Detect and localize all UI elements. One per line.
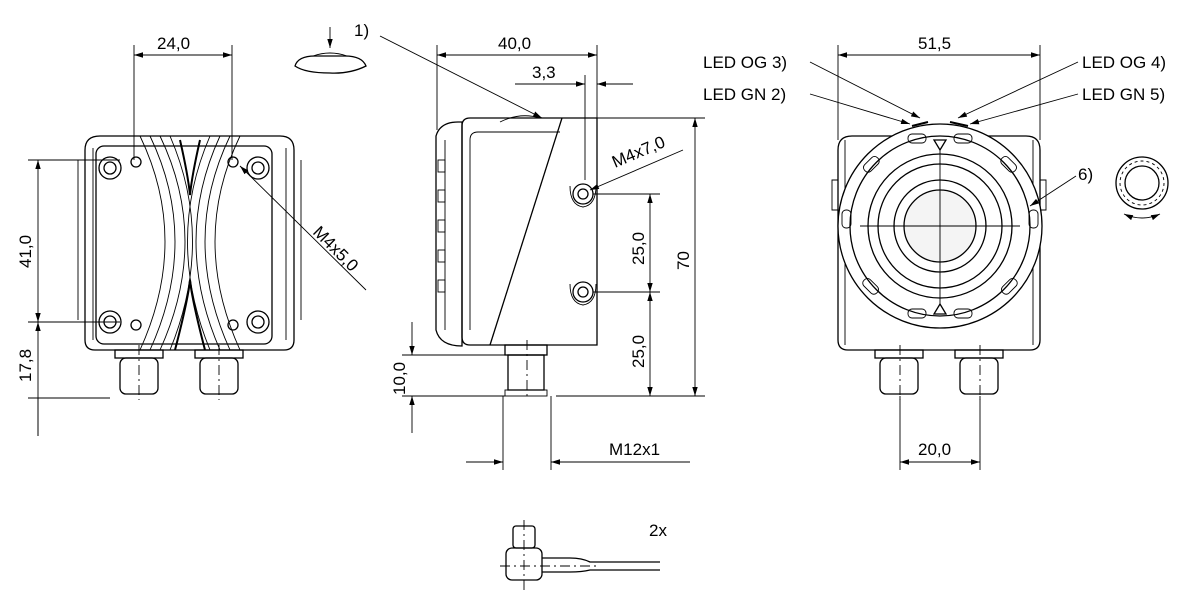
rear-led-og4: LED OG 4)	[1082, 53, 1166, 72]
ring-grooves	[841, 133, 1039, 319]
rear-led-gn2: LED GN 2)	[703, 85, 786, 104]
side-connector-thread: M12x1	[609, 440, 660, 459]
front-view: 24,0 41,0 17,8 M4x5,0	[16, 34, 367, 436]
rear-note-marker: 6)	[1078, 165, 1093, 184]
rear-led-gn5: LED GN 5)	[1082, 85, 1165, 104]
side-thread-label: M4x7,0	[609, 132, 668, 171]
side-dim-lower: 25,0	[629, 335, 648, 368]
angled-cable: 2x	[500, 520, 667, 592]
rear-dim-width: 51,5	[918, 34, 951, 53]
ribbed-pattern	[139, 135, 241, 351]
side-view: 40,0 3,3 1) M4x7,0 25,0 25,0 70 10,0 M12…	[354, 21, 705, 470]
rear-dim-connector-spacing: 20,0	[918, 440, 951, 459]
ring-detail	[1115, 156, 1169, 221]
side-note-marker: 1)	[354, 21, 369, 40]
front-dim-height: 41,0	[16, 235, 35, 268]
side-dim-total-height: 70	[674, 251, 693, 270]
side-dim-connector: 10,0	[390, 362, 409, 395]
rear-led-og3: LED OG 3)	[703, 53, 787, 72]
side-dim-offset: 3,3	[532, 63, 556, 82]
push-button-detail	[294, 27, 367, 74]
cable-quantity: 2x	[649, 521, 667, 540]
front-connectors	[114, 345, 244, 400]
rear-view: 51,5 LED OG 3) LED GN 2) LED OG 4) LED G…	[703, 34, 1169, 470]
side-dim-width: 40,0	[498, 34, 531, 53]
side-dim-spacing: 25,0	[629, 232, 648, 265]
front-thread-label: M4x5,0	[309, 222, 362, 275]
front-dim-bottom: 17,8	[16, 349, 35, 382]
front-dim-width: 24,0	[157, 34, 190, 53]
